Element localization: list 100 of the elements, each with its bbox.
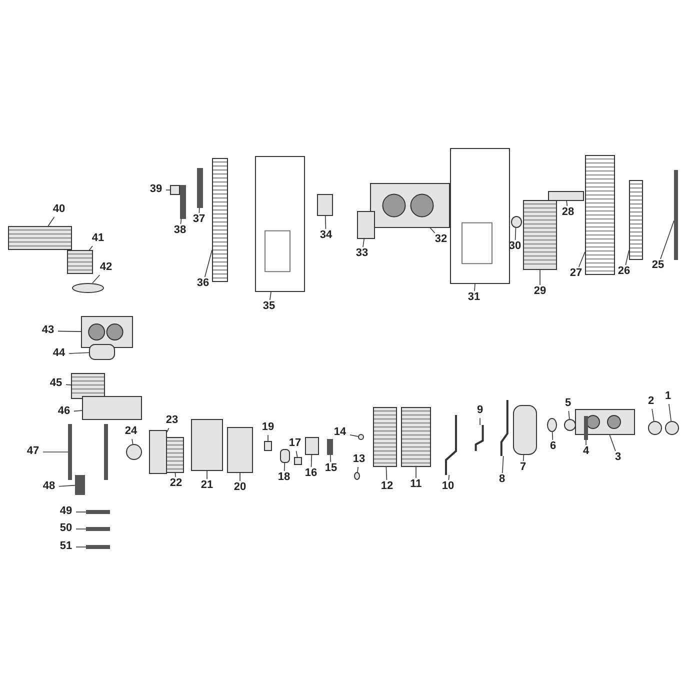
- leader-line: [350, 434, 358, 437]
- part-drawing: [294, 457, 302, 465]
- callout-number: 10: [438, 480, 458, 492]
- pipe-drawing: [499, 400, 511, 456]
- leader-line: [58, 484, 76, 487]
- leader-line: [502, 456, 504, 474]
- round-part-drawing: [358, 434, 364, 440]
- callout-number: 21: [197, 479, 217, 491]
- panel-drawing: [450, 148, 510, 284]
- leader-line: [474, 284, 476, 292]
- grille-drawing: [585, 155, 615, 275]
- part-drawing: [82, 396, 142, 420]
- leader-line: [652, 408, 654, 422]
- callout-number: 47: [23, 445, 43, 457]
- leader-line: [566, 200, 568, 206]
- callout-number: 29: [530, 285, 550, 297]
- leader-line: [660, 220, 674, 260]
- callout-number: 25: [648, 259, 668, 271]
- callout-number: 43: [38, 324, 58, 336]
- callout-number: 15: [321, 462, 341, 474]
- callout-number: 12: [377, 480, 397, 492]
- leader-line: [76, 528, 86, 530]
- plate-drawing: [370, 182, 450, 228]
- leader-line: [89, 246, 93, 250]
- round-part-drawing: [564, 419, 576, 431]
- leader-line: [206, 470, 208, 480]
- round-part-drawing: [648, 421, 662, 435]
- leader-line: [296, 450, 298, 458]
- callout-number: 26: [614, 265, 634, 277]
- rod-drawing: [197, 168, 203, 208]
- round-part-drawing: [510, 216, 522, 228]
- round-part-drawing: [126, 444, 142, 460]
- leader-line: [552, 432, 554, 440]
- callout-number: 36: [193, 277, 213, 289]
- callout-number: 18: [274, 471, 294, 483]
- callout-number: 40: [49, 203, 69, 215]
- part-drawing: [191, 419, 223, 471]
- callout-number: 2: [645, 395, 657, 407]
- callout-number: 20: [230, 481, 250, 493]
- round-part-drawing: [72, 283, 104, 293]
- callout-number: 49: [56, 505, 76, 517]
- round-part-drawing: [547, 418, 557, 432]
- leader-line: [668, 404, 672, 422]
- callout-number: 30: [505, 240, 525, 252]
- callout-number: 27: [566, 267, 586, 279]
- callout-number: 28: [558, 206, 578, 218]
- part-drawing: [264, 441, 272, 451]
- coil-drawing: [373, 407, 397, 467]
- rod-drawing: [86, 545, 110, 549]
- callout-number: 9: [474, 404, 486, 416]
- part-drawing: [149, 430, 167, 474]
- coil-drawing: [401, 407, 431, 467]
- leader-line: [92, 274, 100, 284]
- callout-number: 42: [96, 261, 116, 273]
- leader-line: [204, 250, 212, 278]
- plate-drawing: [81, 316, 133, 348]
- callout-number: 23: [162, 414, 182, 426]
- leader-line: [68, 352, 90, 354]
- callout-number: 45: [46, 377, 66, 389]
- coil-drawing: [67, 250, 93, 274]
- part-drawing: [227, 427, 253, 473]
- rod-drawing: [674, 170, 678, 260]
- cylinder-drawing: [89, 344, 115, 360]
- leader-line: [625, 250, 630, 266]
- rod-drawing: [327, 439, 333, 455]
- round-part-drawing: [665, 421, 679, 435]
- pipe-drawing: [473, 425, 487, 451]
- part-drawing: [357, 211, 375, 239]
- callout-number: 51: [56, 540, 76, 552]
- leader-line: [448, 474, 450, 480]
- part-drawing: [170, 185, 180, 195]
- callout-number: 8: [496, 473, 508, 485]
- grille-drawing: [212, 158, 228, 282]
- callout-number: 34: [316, 229, 336, 241]
- leader-line: [609, 434, 616, 452]
- callout-number: 31: [464, 291, 484, 303]
- part-drawing: [305, 437, 319, 455]
- leader-line: [174, 472, 176, 478]
- leader-line: [357, 466, 359, 472]
- cylinder-drawing: [280, 449, 290, 463]
- callout-number: 11: [406, 478, 426, 490]
- leader-line: [522, 454, 524, 462]
- leader-line: [76, 546, 86, 548]
- coil-drawing: [8, 226, 72, 250]
- callout-number: 35: [259, 300, 279, 312]
- leader-line: [310, 454, 312, 468]
- callout-number: 24: [121, 425, 141, 437]
- rods-drawing: [68, 424, 108, 480]
- callout-number: 50: [56, 522, 76, 534]
- coil-drawing: [523, 200, 557, 270]
- callout-number: 6: [547, 440, 559, 452]
- rod-drawing: [584, 416, 588, 440]
- callout-number: 3: [612, 451, 624, 463]
- leader-line: [362, 238, 364, 248]
- part-drawing: [548, 191, 584, 201]
- leader-line: [330, 454, 332, 462]
- leader-line: [514, 228, 516, 240]
- leader-line: [48, 216, 55, 226]
- callout-number: 13: [349, 453, 369, 465]
- callout-number: 37: [189, 213, 209, 225]
